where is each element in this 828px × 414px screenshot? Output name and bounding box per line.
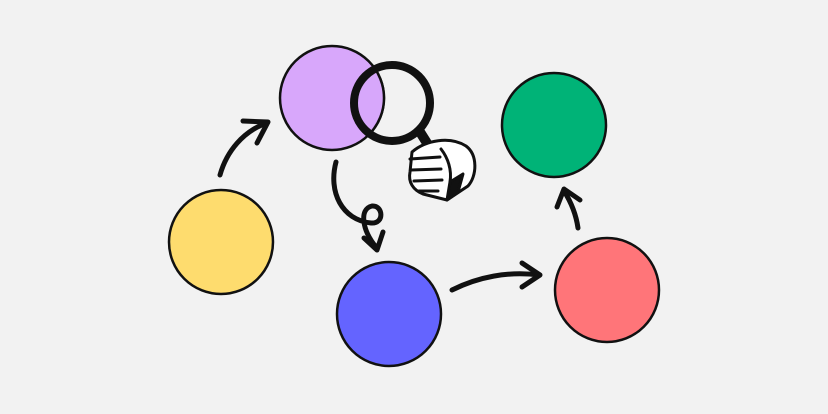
arrow-red-to-green (554, 186, 583, 231)
green-node (500, 71, 608, 179)
red-node (553, 236, 661, 344)
blue-node (335, 260, 443, 368)
arrow-blue-to-red (449, 260, 543, 293)
arrow-yellow-to-purple (217, 118, 271, 178)
hand-icon (408, 138, 477, 202)
yellow-node (167, 188, 275, 296)
arrow-purple-to-blue (331, 159, 386, 253)
